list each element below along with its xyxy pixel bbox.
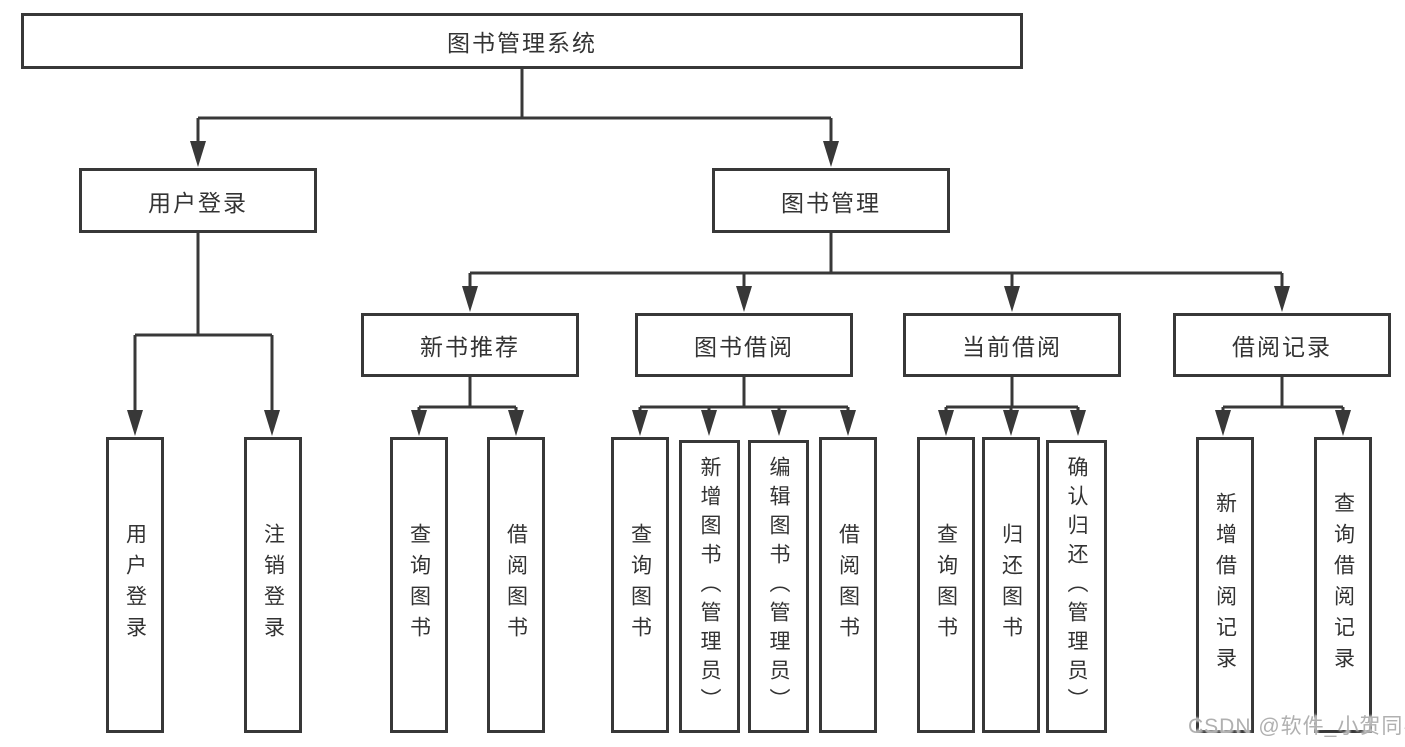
arrow-down-icon bbox=[1215, 410, 1231, 436]
leaf-add-borrow-record: 新增借阅记录 bbox=[1196, 437, 1254, 733]
node-user-login: 用户登录 bbox=[79, 168, 317, 233]
leaf-edit-book-admin: 编辑图书（管理员） bbox=[748, 440, 809, 733]
leaf-query-books-current: 查询图书 bbox=[917, 437, 975, 733]
csdn-watermark: CSDN @软件_小贺同学 bbox=[1188, 715, 1405, 738]
arrow-down-icon bbox=[1070, 410, 1086, 436]
leaf-add-book-admin: 新增图书（管理员） bbox=[679, 440, 740, 733]
arrow-down-icon bbox=[190, 141, 206, 167]
arrow-down-icon bbox=[938, 410, 954, 436]
arrow-down-icon bbox=[1335, 410, 1351, 436]
leaf-query-books-borrow: 查询图书 bbox=[611, 437, 669, 733]
arrow-down-icon bbox=[771, 410, 787, 436]
leaf-borrow-books-borrow: 借阅图书 bbox=[819, 437, 877, 733]
arrow-down-icon bbox=[736, 286, 752, 312]
arrow-down-icon bbox=[1274, 286, 1290, 312]
node-current-borrow: 当前借阅 bbox=[903, 313, 1121, 377]
node-root: 图书管理系统 bbox=[21, 13, 1023, 69]
arrow-down-icon bbox=[411, 410, 427, 436]
arrow-down-icon bbox=[840, 410, 856, 436]
leaf-user-login: 用户登录 bbox=[106, 437, 164, 733]
arrow-down-icon bbox=[701, 410, 717, 436]
arrow-down-icon bbox=[508, 410, 524, 436]
arrow-down-icon bbox=[1003, 410, 1019, 436]
arrow-down-icon bbox=[264, 410, 280, 436]
leaf-return-book: 归还图书 bbox=[982, 437, 1040, 733]
arrow-down-icon bbox=[1004, 286, 1020, 312]
arrow-down-icon bbox=[462, 286, 478, 312]
arrow-down-icon bbox=[823, 141, 839, 167]
node-book-borrow: 图书借阅 bbox=[635, 313, 853, 377]
arrow-down-icon bbox=[632, 410, 648, 436]
arrow-down-icon bbox=[127, 410, 143, 436]
leaf-logout: 注销登录 bbox=[244, 437, 302, 733]
leaf-borrow-books-recommend: 借阅图书 bbox=[487, 437, 545, 733]
node-book-management: 图书管理 bbox=[712, 168, 950, 233]
node-borrow-records: 借阅记录 bbox=[1173, 313, 1391, 377]
leaf-query-books-recommend: 查询图书 bbox=[390, 437, 448, 733]
leaf-confirm-return-admin: 确认归还（管理员） bbox=[1046, 440, 1107, 733]
leaf-query-borrow-record: 查询借阅记录 bbox=[1314, 437, 1372, 733]
node-new-book-recommend: 新书推荐 bbox=[361, 313, 579, 377]
arrowhead-icons bbox=[127, 141, 1351, 436]
